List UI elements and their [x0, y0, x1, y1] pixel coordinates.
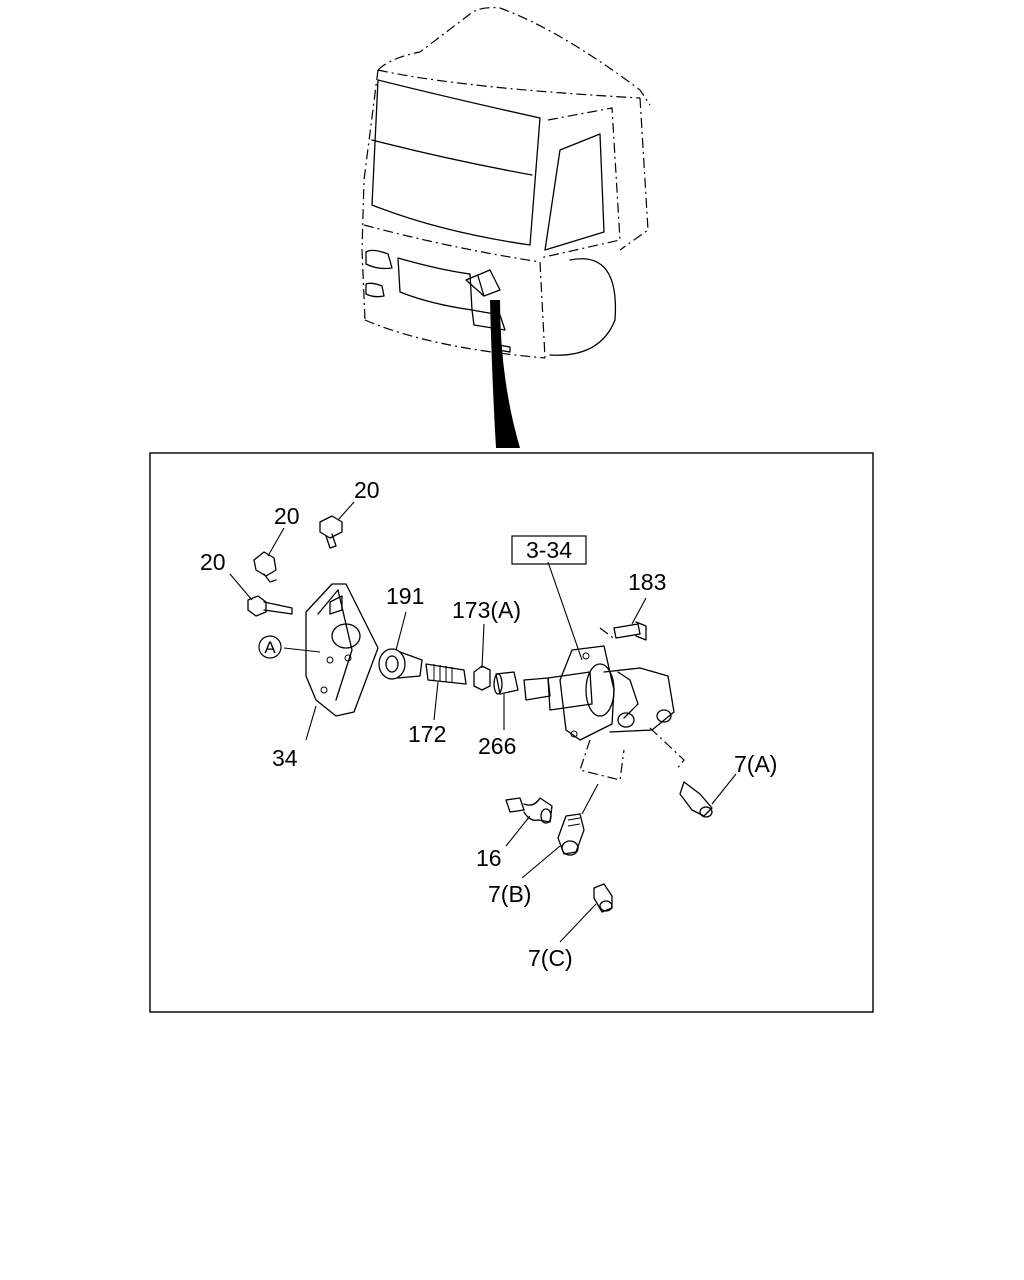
fitting-7b	[557, 783, 599, 856]
fitting-7a	[679, 781, 713, 818]
callout-20-middle: 20	[274, 503, 300, 529]
callout-3-34: 3-34	[526, 537, 572, 563]
callout-16: 16	[476, 845, 502, 871]
callout-7a: 7(A)	[734, 751, 777, 777]
hose-16	[505, 797, 553, 824]
callout-a-circle: A	[258, 635, 282, 659]
callout-172: 172	[408, 721, 446, 747]
leader-lines	[229, 501, 737, 943]
callout-183: 183	[628, 569, 666, 595]
callout-191: 191	[386, 583, 424, 609]
nut-173a	[473, 665, 491, 691]
detail-frame	[149, 452, 874, 1013]
callout-20-top: 20	[354, 477, 380, 503]
callout-20-left: 20	[200, 549, 226, 575]
bracket-34	[305, 583, 379, 717]
callout-173a: 173(A)	[452, 597, 521, 623]
callout-266: 266	[478, 733, 516, 759]
coupler-266	[493, 671, 519, 695]
callout-34: 34	[272, 745, 298, 771]
fitting-7c	[593, 883, 613, 913]
bolt-20-left	[247, 595, 293, 617]
stud-172	[425, 663, 467, 685]
bolt-183	[613, 621, 647, 641]
bolt-20-middle	[253, 551, 277, 583]
truck-cab-illustration	[361, 7, 651, 448]
bolt-20-upper	[319, 515, 343, 549]
reference-box-3-34: 3-34	[511, 535, 587, 565]
callout-7c: 7(C)	[528, 945, 573, 971]
rod-end-191	[378, 648, 423, 680]
callout-7b: 7(B)	[488, 881, 531, 907]
pump-3-34	[523, 627, 685, 781]
callout-a: A	[264, 638, 276, 657]
